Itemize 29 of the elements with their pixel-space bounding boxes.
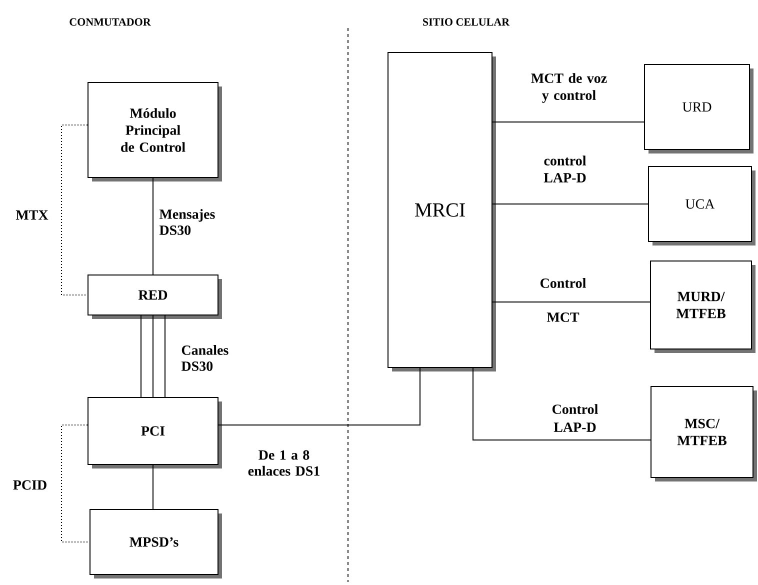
edge-label: PCID xyxy=(13,480,46,490)
process-box: PCI xyxy=(88,397,222,468)
connector-line xyxy=(152,315,154,398)
edge-label: Control LAP-D xyxy=(552,404,598,432)
dotted-connector xyxy=(61,124,88,296)
connector-line xyxy=(152,178,154,275)
edge-label: MTX xyxy=(16,210,48,220)
edge-label: control LAP-D xyxy=(544,156,586,182)
process-box: RED xyxy=(88,274,222,319)
connector-line xyxy=(218,368,420,426)
process-box: MRCI xyxy=(388,52,496,372)
edge-label: MCT de voz y control xyxy=(531,73,607,103)
dotted-connector xyxy=(61,424,90,542)
section-heading: CONMUTADOR xyxy=(70,18,151,26)
connector-line xyxy=(472,368,651,440)
edge-label: De 1 a 8 enlaces DS1 xyxy=(248,450,320,476)
connector-line xyxy=(164,315,166,398)
process-box: URD xyxy=(644,64,754,154)
connector-line xyxy=(140,315,142,398)
edge-label: Control MCT xyxy=(540,278,586,322)
edge-label: Canales DS30 xyxy=(181,345,228,371)
connector-line xyxy=(152,464,154,510)
process-box: MURD/ MTFEB xyxy=(650,260,756,353)
process-box: Módulo Principal de Control xyxy=(88,82,222,182)
process-box: UCA xyxy=(648,166,756,246)
process-box: MSC/ MTFEB xyxy=(650,386,757,482)
section-heading: SITIO CELULAR xyxy=(423,18,510,26)
edge-label: Mensajes DS30 xyxy=(159,209,215,235)
process-box: MPSD’s xyxy=(90,509,222,578)
